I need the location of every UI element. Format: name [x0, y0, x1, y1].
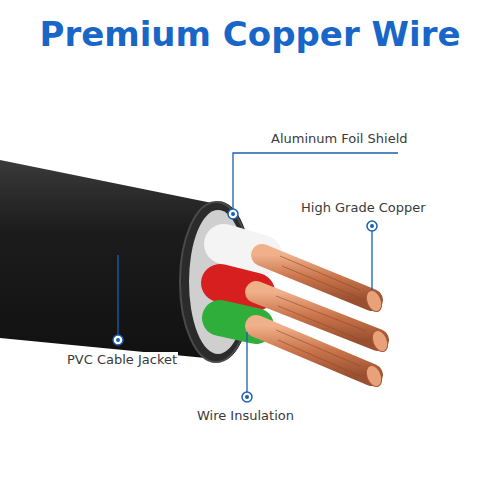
part-label: PVC Cable Jacket — [66, 352, 178, 367]
part-label: Wire Insulation — [196, 408, 295, 423]
part-label: High Grade Copper — [300, 200, 427, 215]
copper-strands — [256, 255, 391, 389]
leader-dots — [113, 209, 377, 402]
part-label: Aluminum Foil Shield — [270, 131, 409, 146]
heading: Premium Copper Wire — [0, 14, 500, 54]
